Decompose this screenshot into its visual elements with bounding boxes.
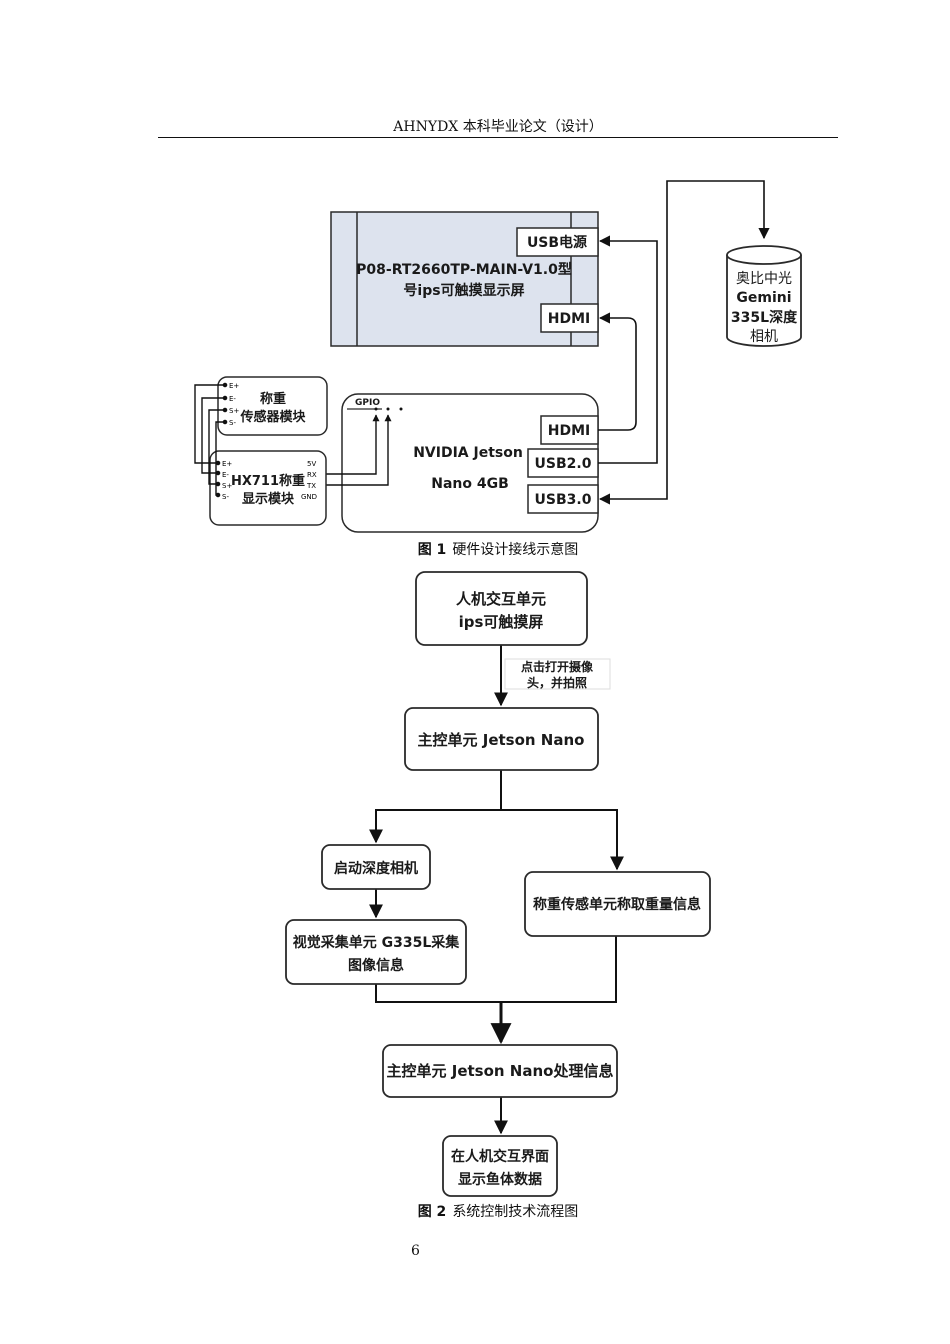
hx711-right-pin-3: TX [306, 482, 316, 490]
display-hdmi-port [540, 303, 599, 333]
header-rule [158, 137, 838, 138]
gpio-label: GPIO [355, 398, 380, 408]
jetson-usb3-label: USB3.0 [535, 492, 592, 508]
display-result-line1: 在人机交互界面 [451, 1148, 549, 1165]
jetson-usb3-port [527, 484, 599, 514]
hx711-right-pin-1: 5V [307, 460, 316, 468]
action-note-box [504, 658, 611, 690]
figure1-diagram: P08-RT2660TP-MAIN-V1.0型 号ips可触摸显示屏 USB电源… [194, 180, 802, 533]
hx711-module: HX711称重 显示模块 E+ E- S+ S- 5V RX TX GND [209, 450, 327, 526]
depth-camera-cylinder: 奥比中光 Gemini 335L深度 相机 [726, 245, 802, 347]
jetson-usb2-port [527, 448, 599, 478]
hx711-left-pin-1: E+ [222, 460, 232, 468]
jetson-hdmi-port [540, 415, 599, 445]
start-camera-box [321, 844, 431, 890]
sensor-line1: 称重 [260, 391, 286, 407]
display-usb-power-label: USB电源 [527, 234, 587, 251]
figure1-caption-text: 硬件设计接线示意图 [452, 542, 579, 558]
flow-connectors [369, 645, 624, 1135]
main-controller-label: 主控单元 Jetson Nano [418, 731, 585, 749]
figure1-caption: 图 1 硬件设计接线示意图 [158, 539, 838, 559]
figure2-caption: 图 2 系统控制技术流程图 [158, 1201, 838, 1221]
sensor-pin-3: S+ [229, 407, 239, 415]
sensor-pin-2: E- [229, 395, 236, 403]
note-line1: 点击打开摄像 [521, 659, 594, 674]
figure1-caption-number: 图 1 [417, 542, 447, 558]
camera-line3: 335L深度 [731, 309, 798, 326]
sensor-pin-4: S- [229, 419, 236, 427]
sensor-pin-1: E+ [229, 382, 239, 390]
hx711-right-pin-4: GND [301, 493, 317, 501]
hx711-line1: HX711称重 [231, 473, 305, 489]
figure2-caption-number: 图 2 [417, 1204, 447, 1220]
start-camera-label: 启动深度相机 [334, 860, 418, 877]
hmi-line2: ips可触摸屏 [459, 613, 544, 631]
display-title-line2: 号ips可触摸显示屏 [403, 282, 524, 299]
figure2-caption-text: 系统控制技术流程图 [452, 1204, 579, 1220]
jetson-hdmi-label: HDMI [548, 423, 590, 439]
note-line2: 头，并拍照 [527, 675, 587, 690]
camera-line4: 相机 [750, 329, 778, 345]
vision-line2: 图像信息 [348, 957, 404, 974]
display-hdmi-label: HDMI [548, 311, 590, 327]
hx711-left-pin-2: E- [222, 471, 229, 479]
jetson-line1: NVIDIA Jetson [413, 445, 523, 461]
weighing-label: 称重传感单元称取重量信息 [533, 896, 701, 913]
figure2-flowchart: 人机交互单元 ips可触摸屏 点击打开摄像 头，并拍照 主控单元 Jetson … [285, 571, 711, 1197]
hmi-unit-box [415, 571, 588, 646]
page-number: 6 [411, 1243, 420, 1259]
jetson-usb2-label: USB2.0 [535, 456, 592, 472]
hx711-left-pin-4: S- [222, 493, 229, 501]
camera-line2: Gemini [736, 290, 791, 306]
display-result-box [442, 1135, 558, 1197]
sensor-hx711-wiring [194, 382, 228, 498]
camera-line1: 奥比中光 [736, 270, 792, 287]
main-processing-box [382, 1044, 618, 1098]
vision-unit-box [285, 919, 467, 985]
main-controller-box [404, 707, 599, 771]
jetson-board: GPIO NVIDIA Jetson Nano 4GB HDMI USB2.0 … [341, 393, 599, 533]
hx711-left-pin-3: S+ [222, 482, 232, 490]
jetson-line2: Nano 4GB [431, 476, 509, 492]
vision-line1: 视觉采集单元 G335L采集 [293, 934, 461, 951]
weighing-unit-box [524, 871, 711, 937]
sensor-line2: 传感器模块 [239, 409, 306, 425]
running-header: AHNYDX 本科毕业论文（设计） [393, 119, 603, 135]
hx711-right-pin-2: RX [307, 471, 317, 479]
display-title-line1: P08-RT2660TP-MAIN-V1.0型 [356, 261, 572, 278]
main-processing-label: 主控单元 Jetson Nano处理信息 [387, 1062, 614, 1080]
hx711-line2: 显示模块 [242, 491, 295, 507]
hmi-line1: 人机交互单元 [456, 590, 546, 608]
display-result-line2: 显示鱼体数据 [458, 1171, 542, 1188]
display-screen: P08-RT2660TP-MAIN-V1.0型 号ips可触摸显示屏 USB电源… [330, 211, 599, 347]
weight-sensor-module: 称重 传感器模块 E+ E- S+ S- [217, 376, 328, 436]
wiring [324, 180, 770, 505]
display-usb-power-port [516, 227, 599, 257]
